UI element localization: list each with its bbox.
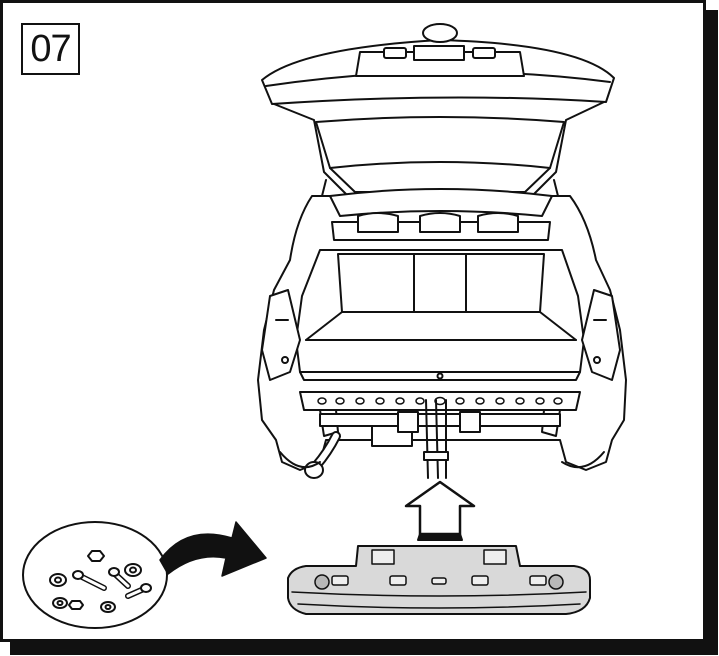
panel-shadow-bottom <box>10 642 718 655</box>
panel-shadow-right <box>706 10 718 654</box>
tow-bar-crossbeam-illustration <box>319 399 561 479</box>
bolts-nuts-washers-icon <box>22 521 168 629</box>
arrow-up-icon <box>404 480 476 541</box>
step-number: 07 <box>30 28 71 70</box>
curved-arrow-right-icon <box>159 521 267 577</box>
step-number-box: 07 <box>21 23 80 75</box>
rear-bumper-illustration <box>287 545 591 615</box>
suv-rear-open-tailgate-illustration <box>257 23 627 479</box>
